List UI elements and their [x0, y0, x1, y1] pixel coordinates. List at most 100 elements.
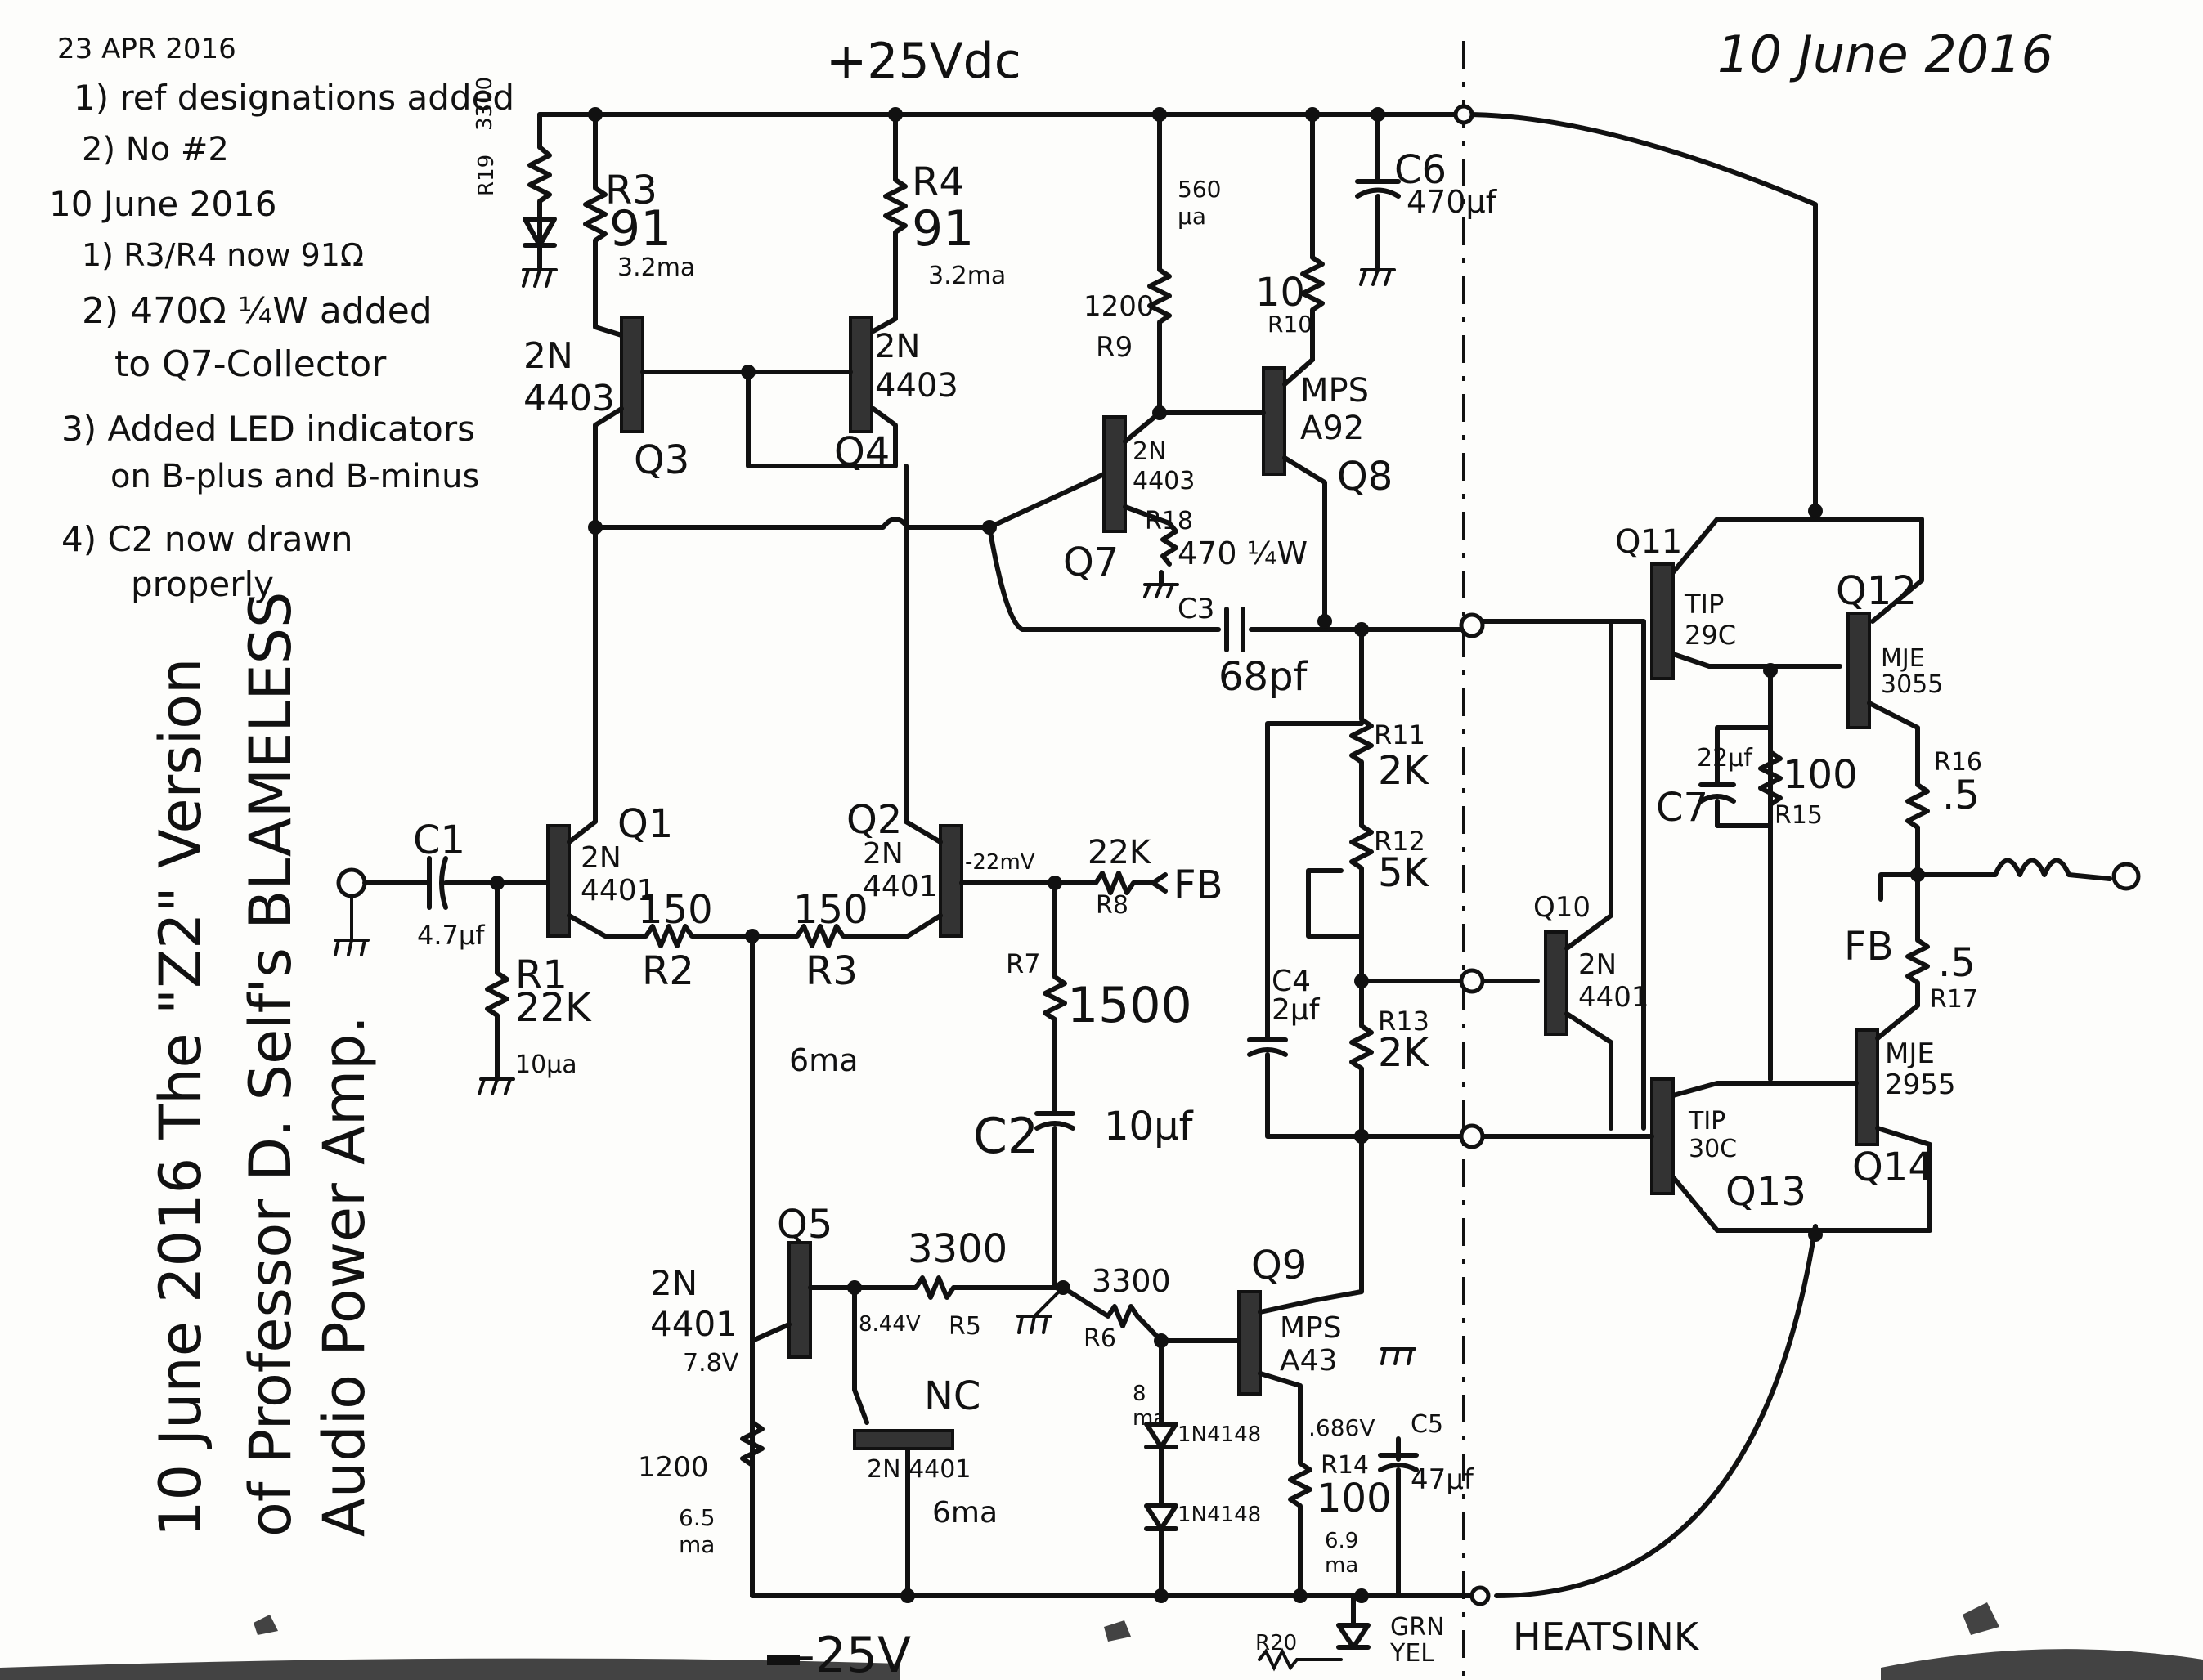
led-b-minus	[1336, 1593, 1371, 1650]
q14-transistor	[1855, 1028, 1879, 1146]
c5-value: 47μf	[1411, 1463, 1474, 1496]
q2-type: 2N 4401	[863, 837, 938, 903]
q6-current: 6ma	[932, 1496, 998, 1530]
c6-capacitor	[1355, 112, 1401, 272]
r6-ref: R6	[1084, 1324, 1116, 1353]
r12-value: 5K	[1378, 850, 1429, 896]
node-output-mid	[1763, 663, 1778, 678]
r1-ref: R1	[515, 952, 568, 998]
node-bias-mid	[1354, 974, 1369, 988]
led-color-note: GRN YEL	[1390, 1613, 1445, 1668]
terminal-drive	[1459, 612, 1485, 638]
r18-resistor	[1123, 504, 1178, 587]
node-j	[1317, 614, 1332, 629]
c1-ref: C1	[413, 818, 466, 863]
title-line-2: of Professor D. Self's BLAMELESS	[237, 591, 304, 1537]
q10-transistor	[1544, 930, 1568, 1036]
node-f	[741, 365, 756, 379]
r7-ref: R7	[1006, 948, 1041, 979]
led-b-plus	[523, 217, 557, 272]
r8-value: 22K	[1088, 834, 1151, 871]
node-a	[588, 107, 603, 122]
r16-r17-emitters	[1867, 701, 1930, 1041]
node-s	[1293, 1588, 1308, 1603]
r14-value: 100	[1317, 1476, 1392, 1521]
c3-ref: C3	[1178, 593, 1215, 625]
r4-ref: R4	[912, 159, 964, 205]
node-q14-collector	[1808, 1227, 1823, 1242]
r5-value: 3300	[908, 1226, 1008, 1272]
r13-ref: R13	[1378, 1006, 1429, 1037]
r3-branch	[583, 112, 624, 338]
c3-capacitor	[1224, 607, 1245, 652]
r19-label: 3300	[473, 76, 497, 131]
r1-resistor	[485, 880, 509, 1082]
r4-current: 3.2ma	[928, 262, 1007, 290]
q2-base-feedback	[959, 871, 1168, 895]
c7-r15-network	[1698, 725, 1783, 1082]
c4-capacitor	[1247, 721, 1466, 1139]
ground-r6	[1016, 1286, 1065, 1334]
node-k	[490, 876, 505, 890]
revision-note: to Q7-Collector	[114, 343, 387, 385]
node-output	[1910, 867, 1925, 882]
c6-value: 470μf	[1407, 184, 1497, 220]
q9-type: MPS A43	[1280, 1311, 1342, 1378]
q4-ref: Q4	[834, 429, 891, 475]
c4-value: 2μf	[1272, 993, 1320, 1027]
r19-resistor	[527, 145, 552, 223]
negative-rail-to-heatsink	[1494, 1224, 1818, 1598]
node-g	[588, 520, 603, 535]
q9-ref: Q9	[1251, 1243, 1308, 1288]
q9-links	[1258, 1134, 1364, 1598]
c1-value: 4.7μf	[417, 920, 485, 951]
feedback-tap	[1878, 872, 1920, 902]
ground-c5	[1380, 1347, 1416, 1365]
r1200-current: 6.5 ma	[679, 1504, 716, 1558]
r4-branch	[871, 112, 908, 334]
c6-ref: C6	[1394, 147, 1447, 193]
node-o	[1056, 1280, 1070, 1295]
output-inductor	[1915, 858, 2112, 881]
fb-input-label: FB	[1173, 862, 1223, 908]
drive-to-q11	[1478, 619, 1646, 1131]
r3b-ref: R3	[805, 948, 858, 994]
r9-ref: R9	[1096, 331, 1133, 364]
r17-ref: R17	[1930, 985, 1979, 1014]
node-p	[1154, 1333, 1169, 1348]
node-e	[1371, 107, 1385, 122]
q12-ref: Q12	[1836, 568, 1917, 614]
ground-input	[334, 894, 370, 956]
ground-r1	[478, 1077, 515, 1095]
r15-value: 100	[1783, 752, 1858, 798]
node-l	[745, 929, 760, 943]
r9-branch	[1147, 112, 1172, 415]
q11-ref: Q11	[1615, 523, 1683, 561]
scan-smudge	[254, 1602, 1999, 1642]
r7-value: 1500	[1067, 977, 1192, 1034]
q1-type: 2N 4401	[581, 841, 656, 907]
r19-ref: R19	[474, 154, 499, 196]
q7-type: 2N 4403	[1133, 437, 1196, 495]
revision-note: 1) R3/R4 now 91Ω	[82, 237, 365, 273]
ground-c6	[1359, 268, 1396, 286]
r13-value: 2K	[1378, 1030, 1429, 1076]
r1200-value: 1200	[638, 1451, 709, 1484]
q10-type: 2N 4401	[1578, 948, 1649, 1014]
q6-type: 2N 4401	[867, 1455, 971, 1484]
tail-current: 6ma	[789, 1042, 859, 1078]
q11-transistor	[1650, 562, 1675, 680]
q8-type: MPS A92	[1300, 372, 1370, 447]
r14-voltage: .686V	[1308, 1414, 1375, 1441]
diode-current: 8 ma	[1133, 1382, 1167, 1431]
node-q	[900, 1588, 915, 1603]
r3-value: 91	[609, 200, 672, 258]
date-label: 10 June 2016	[1717, 25, 2054, 84]
q13-ref: Q13	[1725, 1169, 1806, 1215]
revision-note: 2) 470Ω ¼W added	[82, 290, 433, 332]
q5-links	[750, 1275, 1066, 1343]
revision-date-1: 23 APR 2016	[57, 33, 236, 65]
r20-ref: R20	[1255, 1631, 1298, 1655]
q3-type: 2N 4403	[523, 335, 615, 419]
